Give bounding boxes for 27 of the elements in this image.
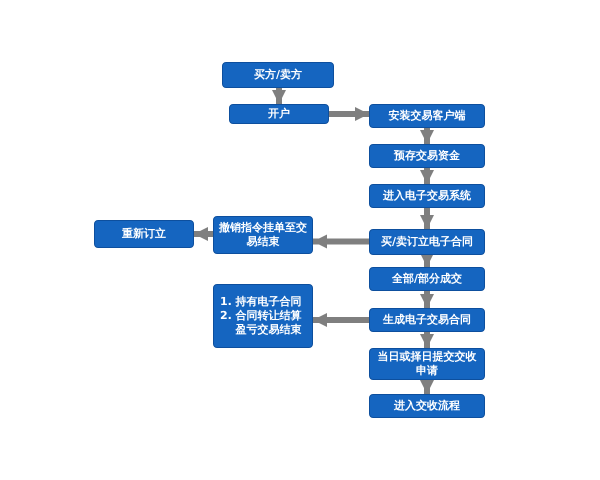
arrow: [272, 88, 286, 104]
process-box: 预存交易资金: [369, 144, 485, 168]
list-item: 1. 持有电子合同: [220, 295, 302, 309]
process-box: 进入交收流程: [369, 394, 485, 418]
arrow: [420, 380, 434, 394]
process-box: 开户: [229, 104, 329, 124]
process-box: 买方/卖方: [222, 62, 334, 88]
process-box: 撤销指令挂单至交易结束: [213, 216, 313, 254]
process-box: 重新订立: [94, 220, 194, 248]
arrow: [329, 107, 369, 121]
arrow: [420, 208, 434, 229]
arrow: [313, 234, 369, 248]
arrow: [420, 168, 434, 184]
arrow: [194, 227, 213, 241]
arrow: [420, 128, 434, 144]
process-box: [213, 284, 313, 348]
arrow: [420, 253, 434, 267]
process-box: 进入电子交易系统: [369, 184, 485, 208]
process-box: 全部/部分成交: [369, 267, 485, 291]
process-box: 买/卖订立电子合同: [369, 229, 485, 255]
arrow: [313, 313, 369, 327]
arrow: [420, 332, 434, 348]
arrow: [420, 291, 434, 308]
process-box: 安装交易客户端: [369, 104, 485, 128]
process-box: 生成电子交易合同: [369, 308, 485, 332]
process-box: 当日或择日提交交收申请: [369, 348, 485, 380]
list-item: 2. 合同转让结算盈亏交易结束: [220, 309, 303, 337]
